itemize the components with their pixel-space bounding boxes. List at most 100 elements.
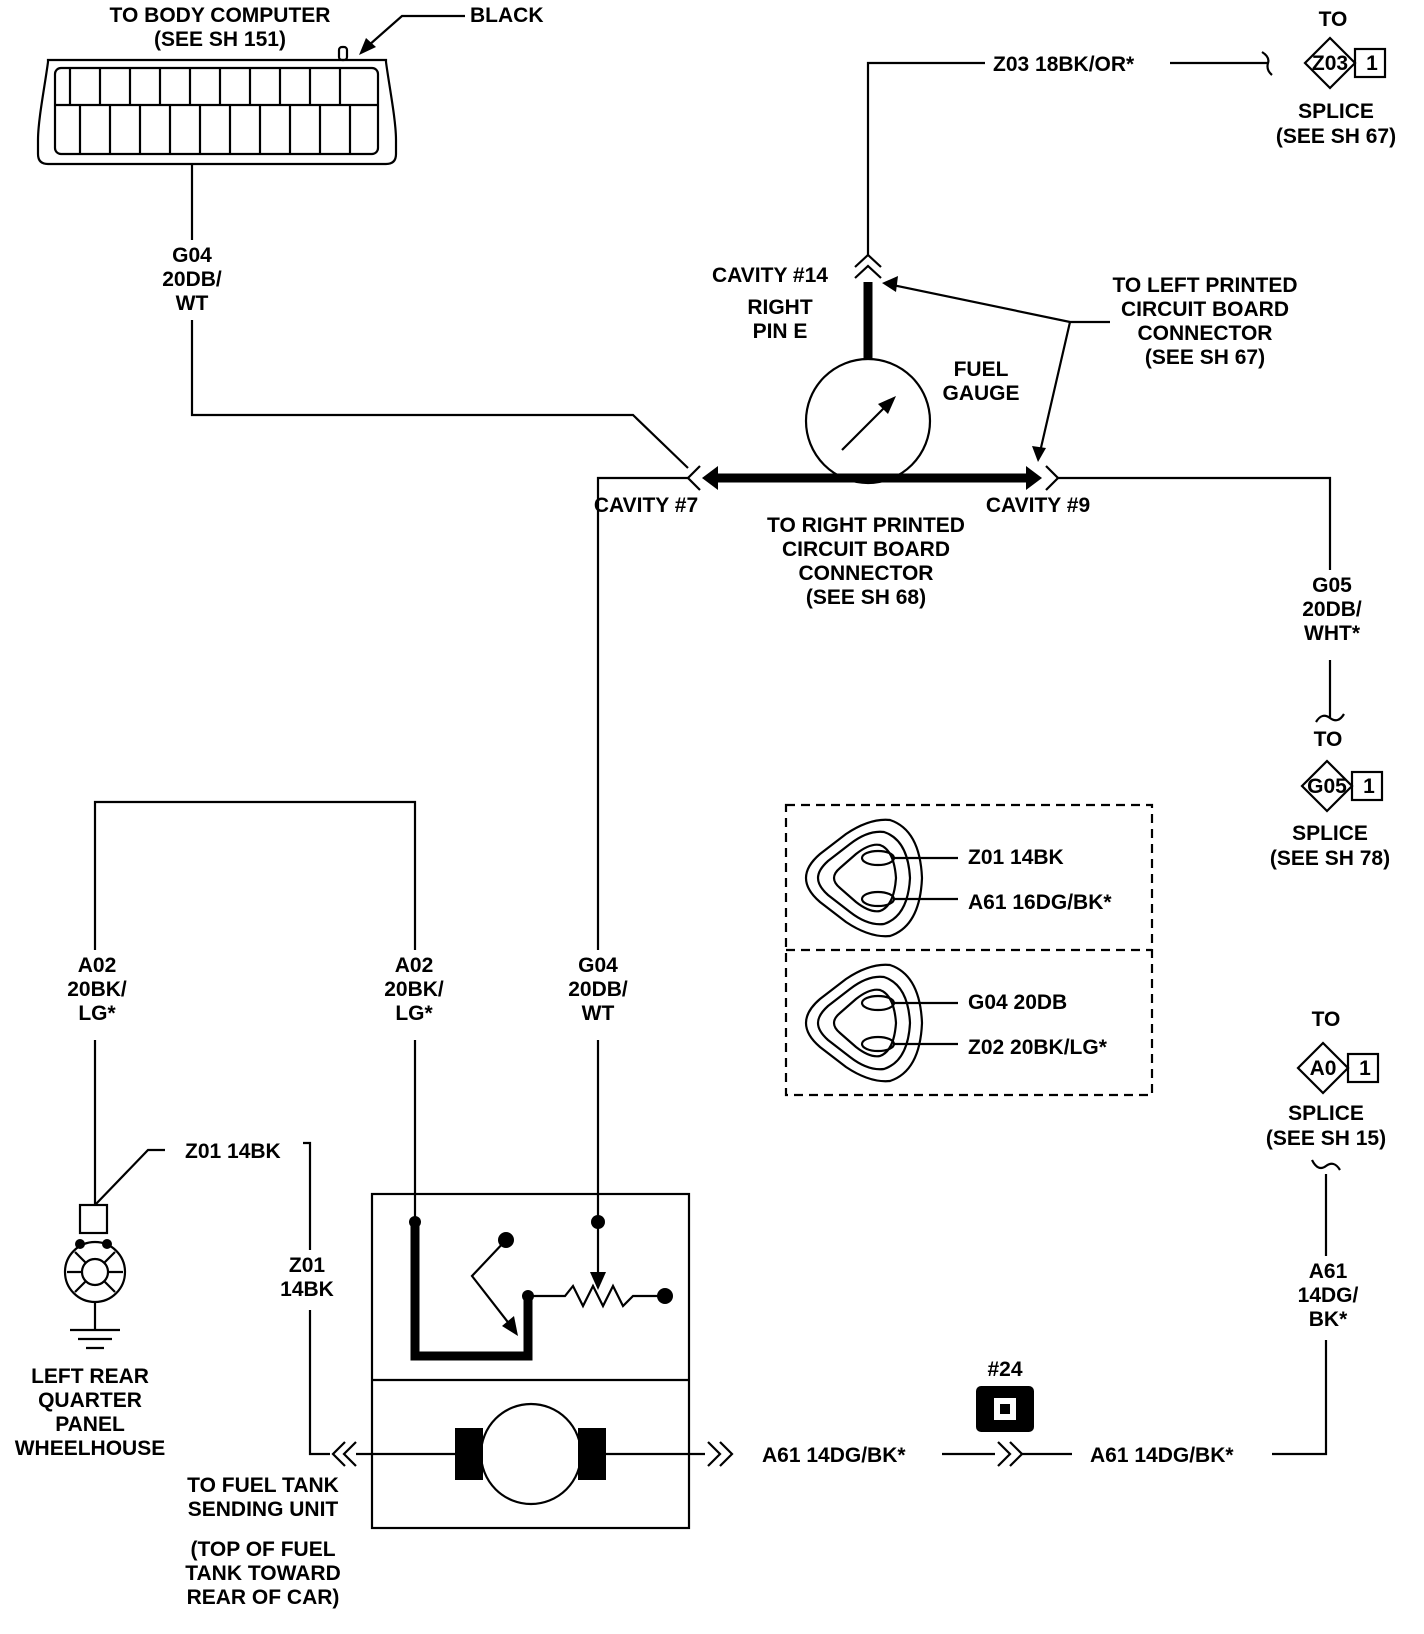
a02-mid-label-1: A02 (395, 954, 434, 977)
z01-wire-label: Z01 14BK (185, 1140, 281, 1163)
z03-splice-sheet-ref: (SEE SH 67) (1276, 125, 1396, 148)
g05-label-3: WHT* (1304, 622, 1361, 645)
cavity7-wire-down (596, 476, 688, 950)
right-pin-label-1: RIGHT (747, 296, 813, 319)
g04-top-label-2: 20DB/ (162, 268, 222, 291)
z03-wire (866, 61, 985, 255)
cavity7-connector (686, 465, 701, 491)
right-pcb-label-4: (SEE SH 68) (806, 586, 926, 609)
right-pcb-label-1: TO RIGHT PRINTED (767, 514, 965, 537)
fuel-tank-label-3: (TOP OF FUEL (190, 1538, 335, 1561)
z01-vert-label-1: Z01 (289, 1254, 326, 1277)
sender-resistor-end (657, 1288, 673, 1304)
a0-to-label: TO (1312, 1008, 1341, 1031)
connector24-terminals (997, 1441, 1024, 1467)
sending-unit-housing (370, 1192, 691, 1530)
ground-lamp-symbol (63, 1203, 127, 1304)
right-pin-label-2: PIN E (753, 320, 808, 343)
a02-mid-label-3: LG* (395, 1002, 433, 1025)
connector-view-bottom (804, 963, 958, 1083)
sender-resistor (528, 1283, 665, 1309)
connector-z01-label: Z01 14BK (968, 846, 1064, 869)
a61-wire-up (1311, 1159, 1341, 1256)
a61-right-label-2: 14DG/ (1298, 1284, 1359, 1307)
pump-output-connector (707, 1441, 734, 1467)
a02-mid-label-2: 20BK/ (384, 978, 444, 1001)
g05-splice-label: SPLICE (1292, 822, 1368, 845)
fuel-tank-label-1: TO FUEL TANK (187, 1474, 339, 1497)
z01-vert-label-2: 14BK (280, 1278, 334, 1301)
black-leader-line (367, 14, 465, 47)
left-pcb-label-2: CIRCUIT BOARD (1121, 298, 1289, 321)
fuel-gauge-label-2: GAUGE (942, 382, 1019, 405)
left-pcb-arrowhead-top (882, 276, 898, 292)
left-pcb-label-3: CONNECTOR (1138, 322, 1273, 345)
z03-splice-label: SPLICE (1298, 100, 1374, 123)
g05-splice-id: G05 (1307, 775, 1347, 798)
cavity9-connector (1045, 465, 1060, 491)
a61-right-label-3: BK* (1309, 1308, 1348, 1331)
fuel-gauge-needle-tip (878, 396, 896, 414)
connector-z02-label: Z02 20BK/LG* (968, 1036, 1108, 1059)
a02-left-label-2: 20BK/ (67, 978, 127, 1001)
left-pcb-label-1: TO LEFT PRINTED (1112, 274, 1297, 297)
z03-splice-pin: 1 (1366, 52, 1378, 75)
a61-right-label-1: A61 (1309, 1260, 1348, 1283)
g04-top-label-1: G04 (172, 244, 212, 267)
cavity7-arrowhead (702, 466, 718, 490)
left-pcb-label-4: (SEE SH 67) (1145, 346, 1265, 369)
a02-left-label-1: A02 (78, 954, 117, 977)
a0-splice-symbol: A0 1 (1296, 1041, 1380, 1095)
cavity14-label: CAVITY #14 (712, 264, 828, 287)
g04-wire-to-cavity7 (190, 320, 689, 469)
g04-low-label-3: WT (582, 1002, 615, 1025)
a61-wire-right (1272, 1340, 1328, 1456)
a0-splice-label: SPLICE (1288, 1102, 1364, 1125)
right-pcb-label-3: CONNECTOR (799, 562, 934, 585)
a61-bottom-label-2: A61 14DG/BK* (1090, 1444, 1234, 1467)
fuel-pump-motor (455, 1402, 606, 1506)
z03-splice-id: Z03 (1312, 52, 1348, 75)
a0-splice-id: A0 (1310, 1057, 1337, 1080)
sender-ground-strap (410, 1222, 533, 1361)
sender-wiper-arrowhead (590, 1272, 606, 1290)
connector-view-box: Z01 14BK A61 16DG/BK* G04 20DB Z02 20BK/… (784, 803, 1154, 1097)
fuel-tank-label-5: REAR OF CAR) (187, 1586, 340, 1609)
sender-ground-connector (331, 1441, 357, 1467)
g05-splice-pin: 1 (1363, 775, 1375, 798)
connector-view-top (804, 818, 958, 938)
cavity9-label: CAVITY #9 (986, 494, 1090, 517)
g05-wire-break (1315, 660, 1345, 723)
connector24-symbol (976, 1386, 1034, 1432)
connector24-label: #24 (987, 1358, 1022, 1381)
ground-symbol (70, 1302, 120, 1350)
black-label: BLACK (470, 4, 544, 27)
z01-ground-leader (94, 1148, 165, 1206)
z03-wire-label: Z03 18BK/OR* (993, 53, 1135, 76)
sender-switch-contact (498, 1232, 514, 1248)
g05-label-1: G05 (1312, 574, 1352, 597)
a61-bottom-label-1: A61 14DG/BK* (762, 1444, 906, 1467)
body-computer-label: TO BODY COMPUTER (110, 4, 331, 27)
right-pcb-label-2: CIRCUIT BOARD (782, 538, 950, 561)
z03-splice-symbol: Z03 1 (1303, 36, 1387, 90)
a02-loop-wire (93, 800, 417, 950)
cavity9-arrowhead (1026, 466, 1042, 490)
fuel-gauge-label-1: FUEL (954, 358, 1009, 381)
a0-splice-sheet-ref: (SEE SH 15) (1266, 1127, 1386, 1150)
body-computer-sheet-ref: (SEE SH 151) (154, 28, 286, 51)
fuel-tank-label-2: SENDING UNIT (188, 1498, 339, 1521)
sender-switch-arrowhead (502, 1316, 518, 1336)
g05-wire-top (1058, 476, 1332, 570)
fuel-gauge-needle (841, 401, 891, 451)
ground-label-3: PANEL (55, 1413, 125, 1436)
cavity14-connector (854, 253, 882, 279)
g05-splice-sheet-ref: (SEE SH 78) (1270, 847, 1390, 870)
ground-label-1: LEFT REAR (31, 1365, 149, 1388)
wire-break-z03 (1261, 51, 1273, 76)
ground-label-2: QUARTER (38, 1389, 142, 1412)
g05-label-2: 20DB/ (1302, 598, 1362, 621)
z01-wire-bracket (303, 1141, 312, 1250)
ground-label-4: WHEELHOUSE (15, 1437, 166, 1460)
